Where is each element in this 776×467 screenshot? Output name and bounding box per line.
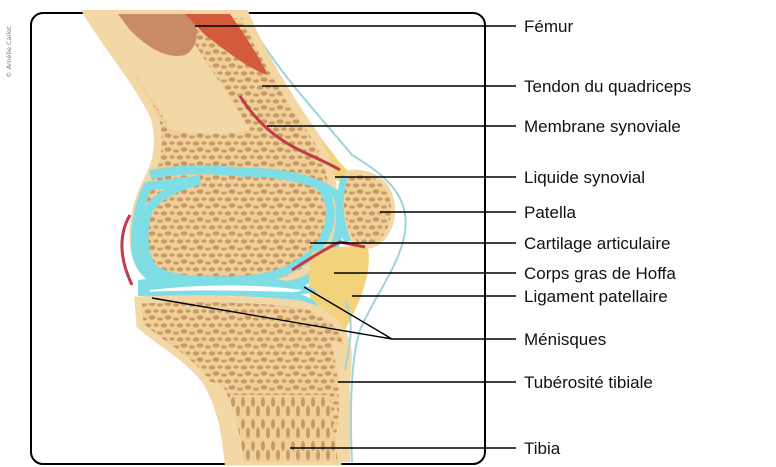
label-femur: Fémur bbox=[524, 17, 573, 36]
label-hoffa-fat-pad: Corps gras de Hoffa bbox=[524, 264, 676, 283]
label-patellar-ligament: Ligament patellaire bbox=[524, 287, 668, 306]
label-patella: Patella bbox=[524, 203, 577, 222]
label-quadriceps-tendon: Tendon du quadriceps bbox=[524, 77, 691, 96]
label-menisci: Ménisques bbox=[524, 330, 606, 349]
label-synovial-membrane: Membrane synoviale bbox=[524, 117, 681, 136]
label-tibia: Tibia bbox=[524, 439, 561, 458]
credit-text: © Amélie Cailot bbox=[5, 26, 13, 78]
label-synovial-fluid: Liquide synovial bbox=[524, 168, 645, 187]
label-articular-cartilage: Cartilage articulaire bbox=[524, 234, 670, 253]
patella-bone bbox=[342, 172, 394, 247]
label-tibial-tuberosity: Tubérosité tibiale bbox=[524, 373, 653, 392]
tibia-shaft bbox=[230, 395, 338, 462]
